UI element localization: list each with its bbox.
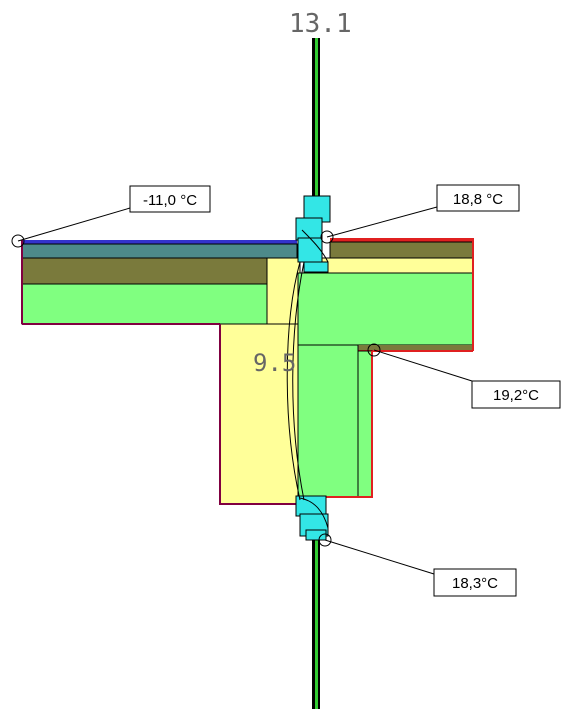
interior-slab — [297, 238, 474, 498]
callout-exterior-leader — [11, 207, 131, 248]
isotherm-label: 9.5 — [253, 349, 296, 377]
callout-sill: 18,3°C — [433, 568, 517, 597]
callout-upper-corner-text: 18,8 °C — [453, 191, 503, 208]
callout-lower-corner: 19,2°C — [471, 380, 561, 409]
callout-lower-corner-leader — [367, 343, 473, 382]
lower-window-frame — [295, 495, 329, 541]
upper-window-frame — [295, 195, 331, 273]
callout-upper-corner-leader — [320, 206, 438, 244]
timber-infill — [219, 257, 301, 505]
callout-exterior-text: -11,0 °C — [143, 192, 197, 209]
callout-sill-text: 18,3°C — [452, 575, 498, 592]
isotherm-curves — [286, 229, 329, 529]
upper-glazing — [312, 38, 320, 198]
callout-lower-corner-text: 19,2°C — [493, 387, 539, 404]
callout-sill-leader — [318, 533, 435, 575]
callout-exterior: -11,0 °C — [129, 185, 211, 213]
lower-glazing — [312, 538, 320, 709]
callout-upper-corner: 18,8 °C — [436, 184, 520, 212]
section-label: 13.1 — [289, 9, 352, 39]
exterior-slab — [21, 240, 298, 325]
